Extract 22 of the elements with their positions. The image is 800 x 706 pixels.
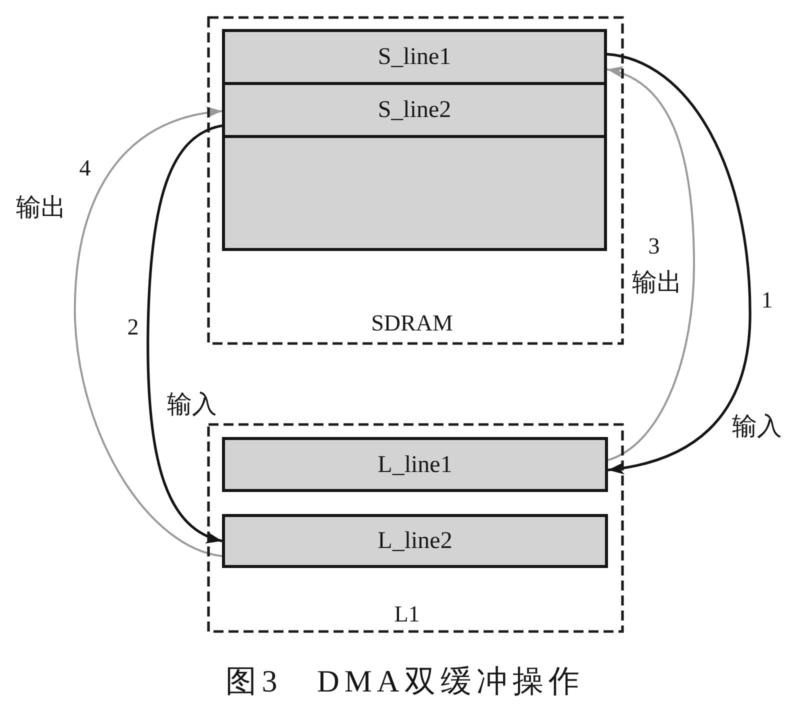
curved-arrow — [74, 107, 222, 558]
transfer-label: 输入 — [732, 414, 782, 440]
edge-label: 1 — [761, 288, 773, 312]
transfer-label: 输出 — [632, 270, 682, 296]
memory-block — [222, 135, 607, 251]
region-label: L1 — [394, 602, 420, 626]
buffer-row: S_line1 — [222, 29, 607, 85]
dashed-region — [207, 423, 624, 633]
transfer-label: 输入 — [167, 392, 217, 418]
edge-label: 3 — [648, 234, 660, 258]
curved-arrow — [606, 68, 695, 462]
buffer-row: L_line1 — [222, 437, 608, 492]
curved-arrow — [606, 52, 752, 474]
figure-caption: 图3 DMA双缓冲操作 — [226, 666, 584, 696]
edge-label: 2 — [127, 316, 139, 338]
region-label: SDRAM — [371, 312, 453, 334]
buffer-row: L_line2 — [222, 514, 608, 568]
transfer-label: 输出 — [16, 196, 66, 220]
edge-label: 4 — [79, 156, 91, 180]
dashed-region — [207, 16, 624, 345]
curved-arrow — [146, 124, 222, 542]
buffer-row: S_line2 — [222, 82, 607, 138]
